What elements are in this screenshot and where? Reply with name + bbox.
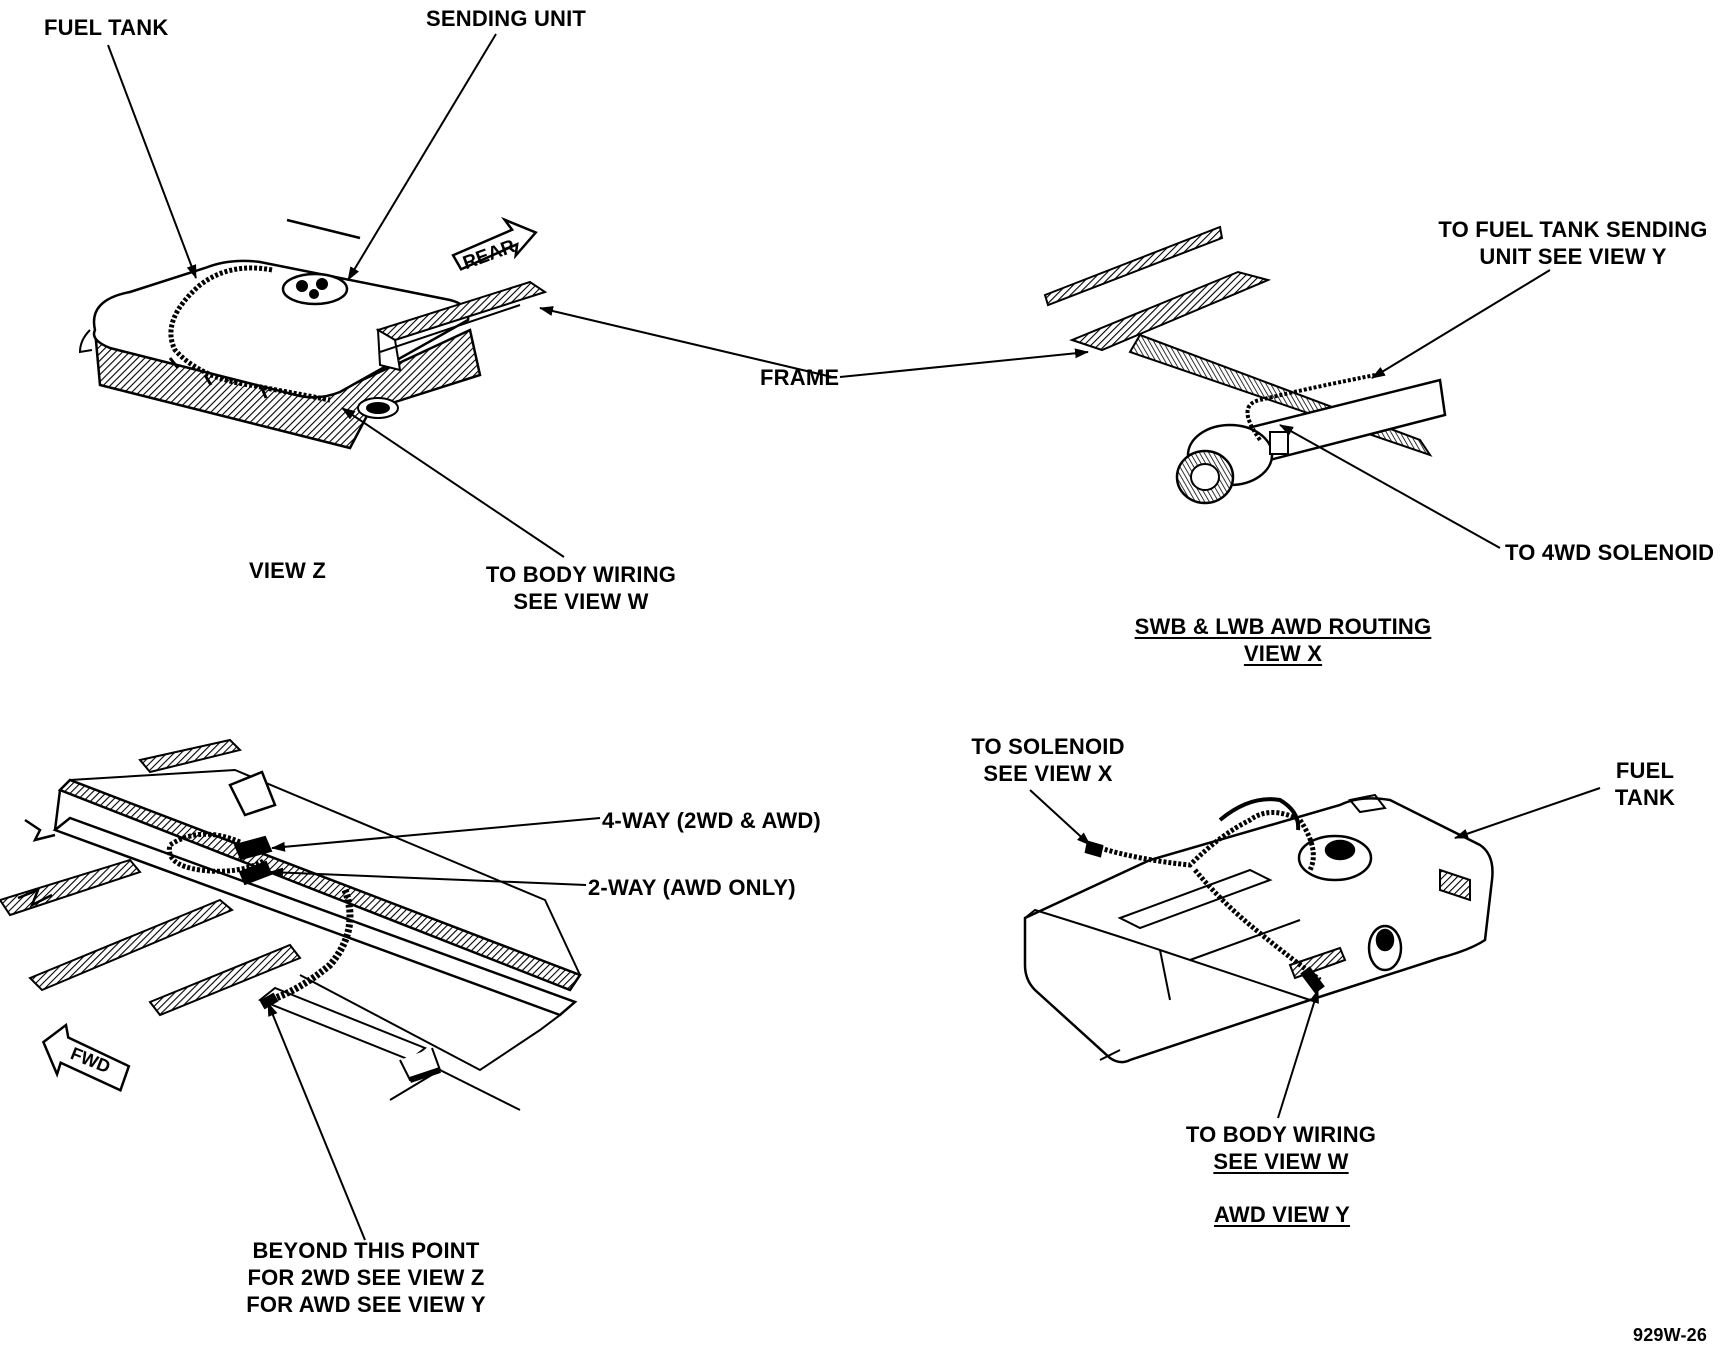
view-x-title: SWB & LWB AWD ROUTING VIEW X — [1133, 613, 1433, 667]
view-y-illustration — [1023, 793, 1494, 1064]
view-x-illustration — [1043, 225, 1447, 505]
view-x-title-line-1: SWB & LWB AWD ROUTING — [1134, 614, 1432, 639]
rear-arrow: REAR — [451, 216, 538, 274]
to-body-wiring-y-line-1: TO BODY WIRING — [1185, 1122, 1377, 1147]
frame-rail-w — [57, 778, 582, 992]
to-body-wiring-y-label: TO BODY WIRING SEE VIEW W — [1176, 1121, 1386, 1175]
frame-label: FRAME — [760, 365, 840, 390]
to-body-wiring-z-line-2: SEE VIEW W — [513, 589, 649, 614]
frame-rail-x — [1069, 270, 1272, 352]
fuel-tank-y — [1023, 797, 1494, 1064]
view-x-leaders — [1279, 269, 1551, 549]
view-z-leaders — [107, 33, 1089, 558]
to-solenoid-line-1: TO SOLENOID — [971, 734, 1125, 759]
fuel-tank-right-line-2: TANK — [1614, 785, 1676, 810]
beyond-line-3: FOR AWD SEE VIEW Y — [246, 1292, 486, 1317]
to-body-wiring-y-line-2: SEE VIEW W — [1213, 1149, 1349, 1174]
view-w-leaders — [267, 817, 601, 1241]
to-solenoid-line-2: SEE VIEW X — [983, 761, 1113, 786]
view-x-title-line-2: VIEW X — [1243, 641, 1323, 666]
to-body-wiring-z-label: TO BODY WIRING SEE VIEW W — [476, 561, 686, 615]
fwd-arrow: FWD — [41, 1022, 131, 1092]
view-z-title: VIEW Z — [249, 558, 326, 583]
sending-unit-label: SENDING UNIT — [426, 6, 587, 31]
to-body-wiring-z-line-1: TO BODY WIRING — [485, 562, 677, 587]
view-y-leaders — [1029, 787, 1601, 1119]
to-4wd-solenoid-label: TO 4WD SOLENOID — [1505, 540, 1715, 565]
to-fuel-tank-sending-line-1: TO FUEL TANK SENDING — [1438, 217, 1708, 242]
view-z-illustration: REAR — [78, 216, 548, 450]
sending-unit — [281, 272, 349, 306]
fuel-tank-right-label: FUEL TANK — [1600, 757, 1690, 811]
to-fuel-tank-sending-line-2: UNIT SEE VIEW Y — [1479, 244, 1667, 269]
fuel-tank-label: FUEL TANK — [44, 15, 169, 40]
upper-rail-x — [1043, 225, 1224, 307]
view-w-illustration: FWD — [0, 738, 582, 1111]
two-way-connector-label: 2-WAY (AWD ONLY) — [588, 875, 796, 900]
beyond-line-1: BEYOND THIS POINT — [252, 1238, 480, 1263]
four-way-connector-label: 4-WAY (2WD & AWD) — [602, 808, 821, 833]
beyond-line-2: FOR 2WD SEE VIEW Z — [247, 1265, 485, 1290]
to-solenoid-label: TO SOLENOID SEE VIEW X — [958, 733, 1138, 787]
fuel-tank-right-line-1: FUEL — [1615, 758, 1675, 783]
beyond-this-point-label: BEYOND THIS POINT FOR 2WD SEE VIEW Z FOR… — [236, 1237, 496, 1318]
figure-code: 929W-26 — [1633, 1325, 1708, 1345]
to-fuel-tank-sending-label: TO FUEL TANK SENDING UNIT SEE VIEW Y — [1428, 216, 1718, 270]
view-y-title: AWD VIEW Y — [1214, 1202, 1351, 1227]
